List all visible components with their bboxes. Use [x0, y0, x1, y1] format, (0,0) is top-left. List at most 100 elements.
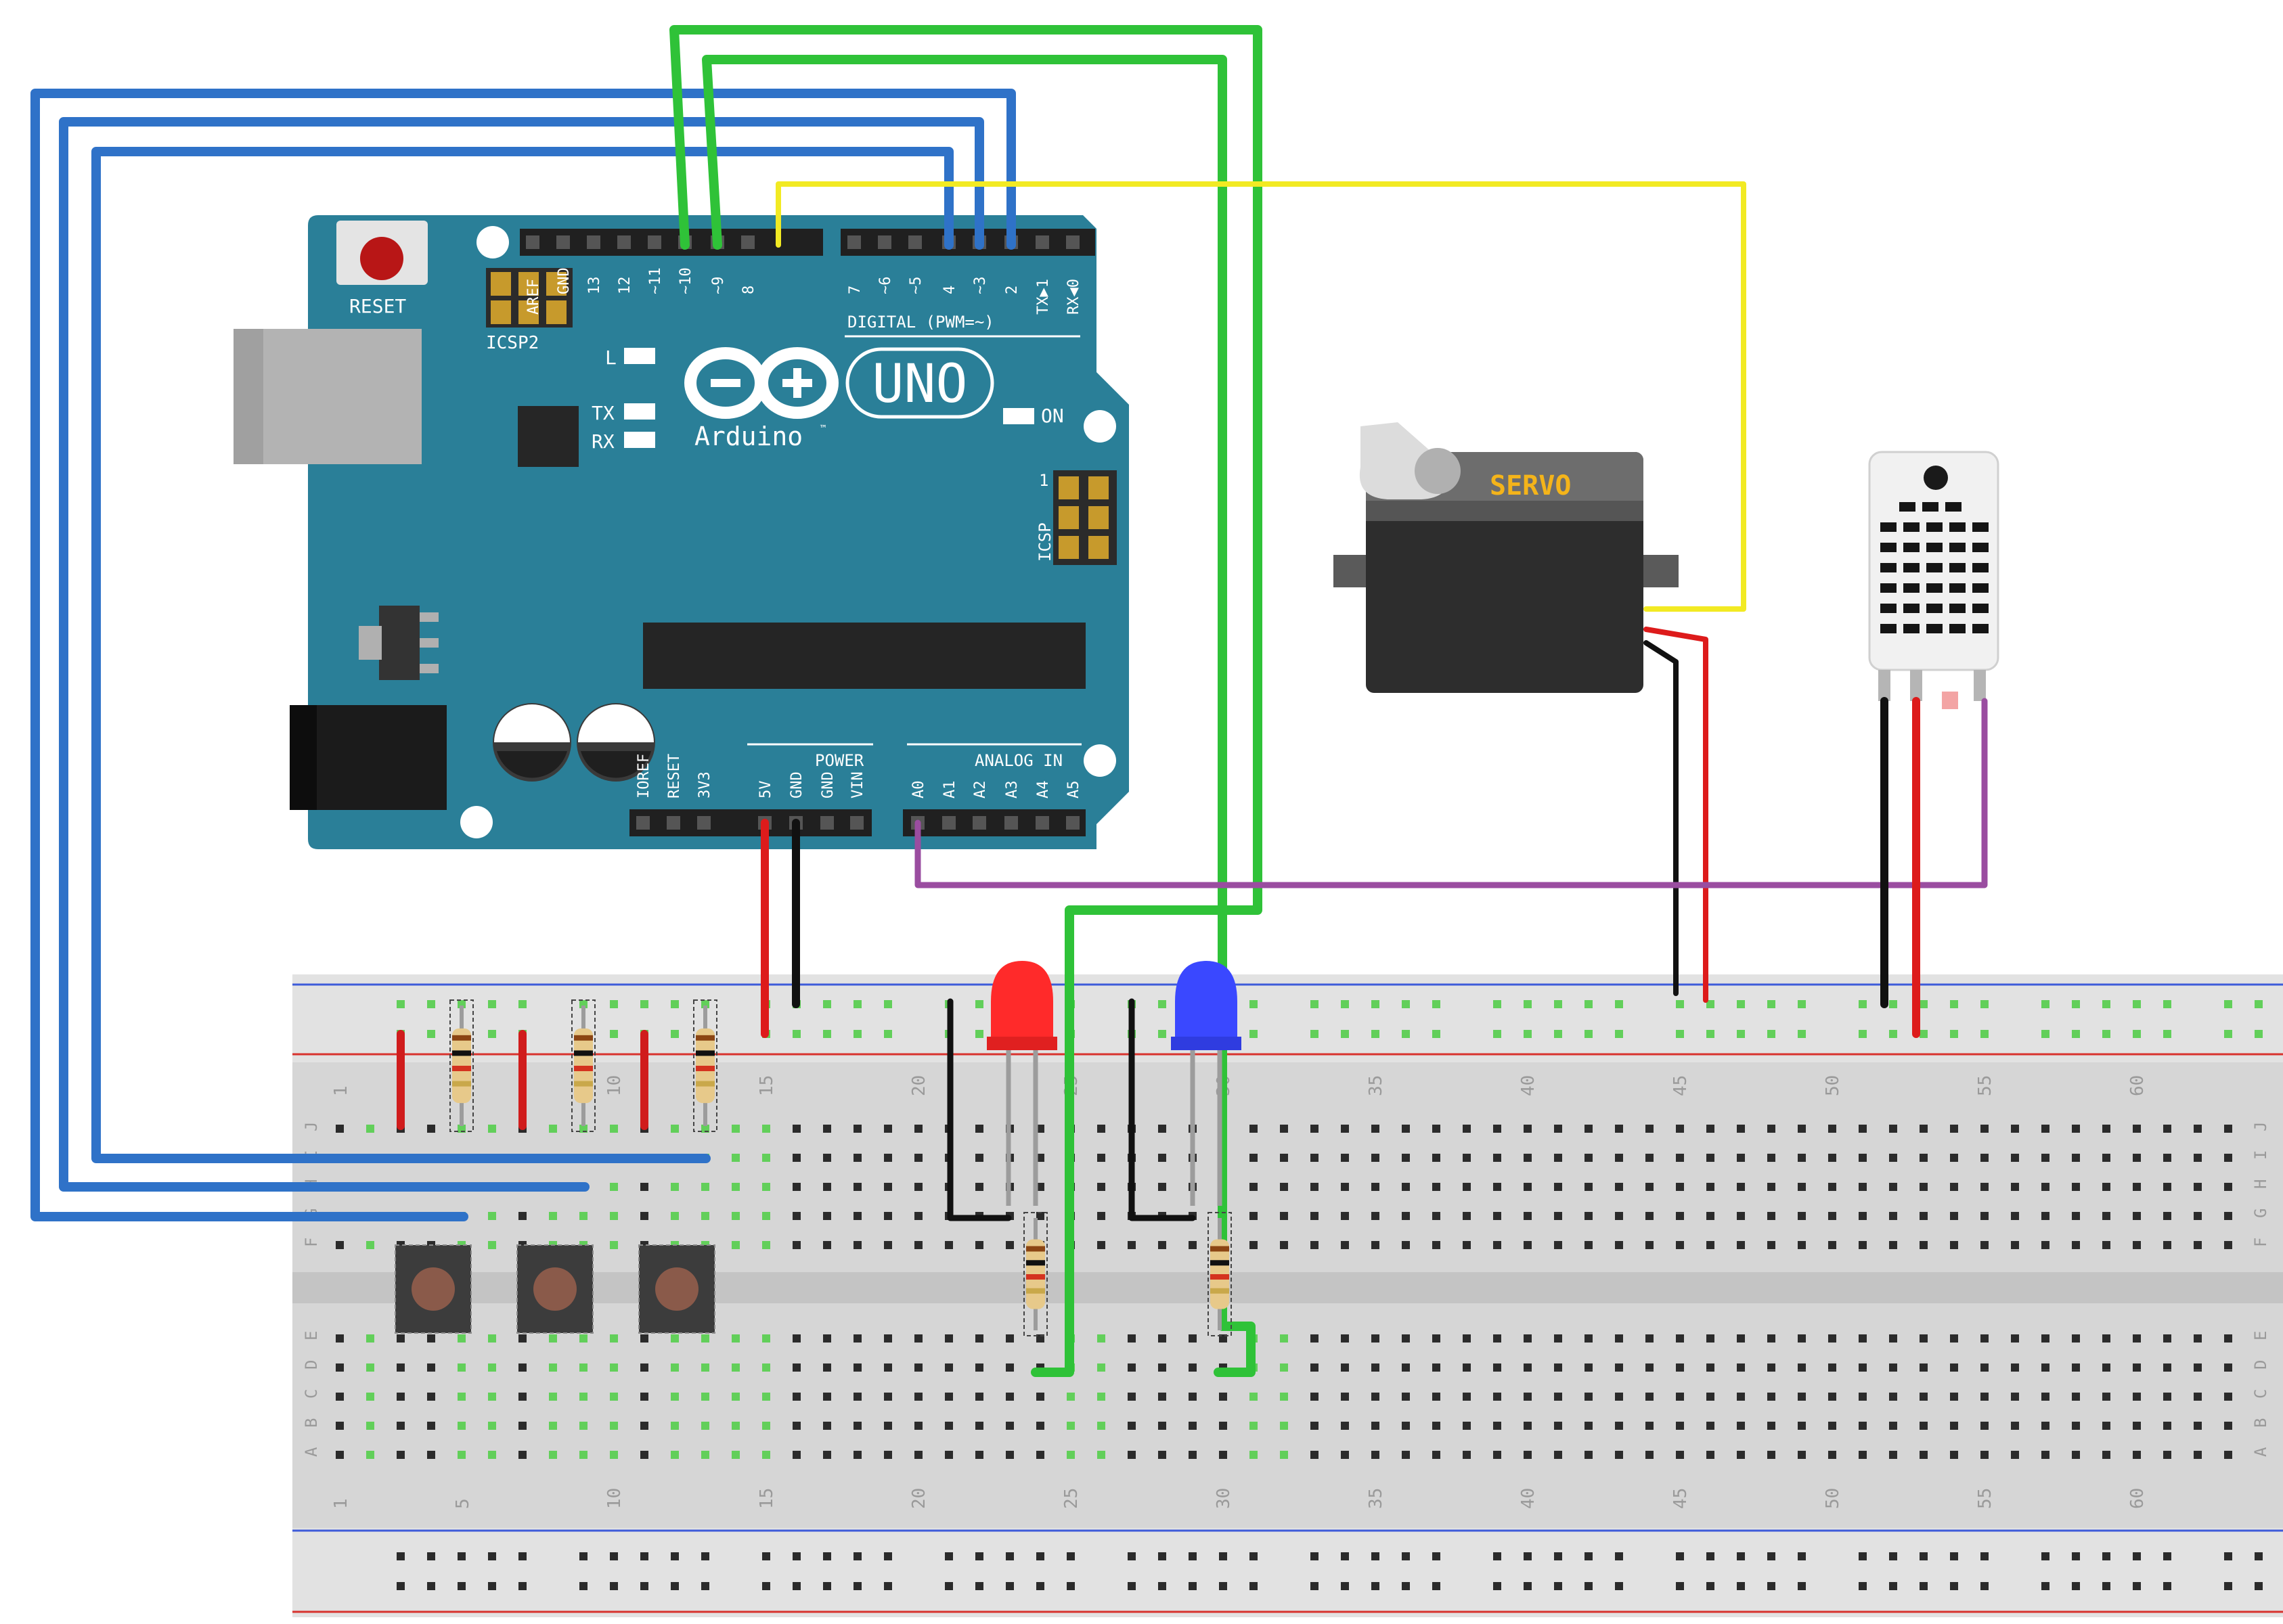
reset-button[interactable]	[336, 221, 428, 285]
rail-hole	[1158, 1030, 1166, 1038]
breadboard-hole	[1889, 1393, 1897, 1401]
header-pin-socket[interactable]	[648, 235, 661, 249]
header-pin-socket[interactable]	[973, 816, 986, 830]
col-label: 50	[1823, 1488, 1843, 1509]
header-pin-socket[interactable]	[1036, 235, 1049, 249]
header-pin-socket[interactable]	[850, 816, 864, 830]
rail-hole	[1524, 1000, 1532, 1008]
breadboard-hole	[2163, 1241, 2171, 1249]
rail-hole	[1432, 1030, 1440, 1038]
breadboard-hole	[854, 1154, 862, 1162]
grille-slot	[1949, 563, 1966, 572]
breadboard-hole	[1249, 1241, 1258, 1249]
breadboard-hole	[823, 1183, 831, 1191]
grille-slot	[1903, 522, 1920, 532]
header-pin-socket[interactable]	[697, 816, 711, 830]
breadboard-hole	[854, 1241, 862, 1249]
rail-hole	[610, 1582, 618, 1590]
breadboard-hole	[975, 1422, 983, 1430]
rail-hole	[975, 1582, 983, 1590]
sensor-mount-hole	[1924, 466, 1948, 490]
rail-hole	[975, 1030, 983, 1038]
reset-button-cap[interactable]	[360, 237, 403, 280]
breadboard-hole	[2194, 1451, 2202, 1459]
breadboard-hole	[1767, 1183, 1775, 1191]
breadboard-hole	[1493, 1393, 1501, 1401]
breadboard-hole	[2011, 1154, 2019, 1162]
header-pin-socket[interactable]	[942, 816, 956, 830]
power-pin-label: GND	[820, 771, 837, 798]
push-button-cap[interactable]	[412, 1267, 455, 1311]
breadboard-hole	[1950, 1212, 1958, 1220]
header-pin-socket[interactable]	[636, 816, 650, 830]
header-pin-socket[interactable]	[820, 816, 834, 830]
header-pin-socket[interactable]	[847, 235, 861, 249]
header-pin-socket[interactable]	[908, 235, 922, 249]
rail-hole	[2224, 1552, 2232, 1560]
led-red-lens	[991, 961, 1053, 1042]
grille-slot	[1903, 563, 1920, 572]
rail-hole	[1310, 1552, 1318, 1560]
breadboard-hole	[1402, 1154, 1410, 1162]
breadboard-hole	[1036, 1125, 1044, 1133]
resistor-band	[574, 1081, 593, 1087]
grille-slot	[1922, 502, 1938, 512]
analog-pin-label: A5	[1065, 781, 1082, 799]
breadboard-hole	[854, 1363, 862, 1372]
breadboard-hole	[1128, 1241, 1136, 1249]
header-pin-socket[interactable]	[526, 235, 539, 249]
breadboard-hole	[1889, 1125, 1897, 1133]
push-button-cap[interactable]	[655, 1267, 699, 1311]
breadboard-hole	[1371, 1212, 1379, 1220]
wire-blue-pin3	[59, 117, 984, 1192]
breadboard-hole	[2102, 1154, 2110, 1162]
header-pin-socket[interactable]	[1066, 235, 1080, 249]
row-letter: A	[302, 1447, 321, 1457]
breadboard-hole	[2011, 1183, 2019, 1191]
breadboard-hole	[1463, 1422, 1471, 1430]
breadboard-hole	[1554, 1422, 1562, 1430]
row-letter: G	[2251, 1209, 2270, 1218]
push-button-cap[interactable]	[533, 1267, 577, 1311]
rail-hole	[2102, 1552, 2110, 1560]
breadboard-hole	[1249, 1422, 1258, 1430]
breadboard-hole	[1554, 1183, 1562, 1191]
breadboard-hole	[2041, 1393, 2049, 1401]
header-pin-socket[interactable]	[667, 816, 680, 830]
push-button-2[interactable]	[516, 1244, 594, 1334]
push-button-3[interactable]	[638, 1244, 715, 1334]
rail-hole	[1706, 1000, 1714, 1008]
sensor-pin	[1910, 670, 1922, 701]
rail-hole	[884, 1552, 892, 1560]
voltage-regulator-tab	[359, 626, 382, 660]
header-pin-socket[interactable]	[1004, 816, 1018, 830]
header-pin-socket[interactable]	[1036, 816, 1049, 830]
breadboard-hole	[2041, 1154, 2049, 1162]
resistor-band	[1026, 1274, 1045, 1280]
breadboard-hole	[1980, 1334, 1989, 1343]
breadboard-hole	[732, 1422, 740, 1430]
breadboard-hole	[1036, 1451, 1044, 1459]
header-pin-socket[interactable]	[878, 235, 891, 249]
servo-horn-hub[interactable]	[1415, 448, 1461, 494]
header-pin-socket[interactable]	[587, 235, 600, 249]
header-pin-socket[interactable]	[617, 235, 631, 249]
breadboard-hole	[2224, 1183, 2232, 1191]
rail-hole	[640, 1552, 648, 1560]
breadboard-hole	[1524, 1363, 1532, 1372]
breadboard-hole	[1524, 1154, 1532, 1162]
resistor-outline	[693, 999, 717, 1132]
header-pin-socket[interactable]	[556, 235, 570, 249]
breadboard-hole	[1828, 1154, 1836, 1162]
breadboard-hole	[1097, 1125, 1105, 1133]
push-button-1[interactable]	[395, 1244, 472, 1334]
header-pin-socket[interactable]	[741, 235, 755, 249]
rail-hole	[1524, 1582, 1532, 1590]
rail-hole	[488, 1582, 496, 1590]
grille-slot	[1972, 583, 1989, 593]
breadboard-hole	[397, 1422, 405, 1430]
header-pin-socket[interactable]	[1066, 816, 1080, 830]
rail-hole	[1737, 1030, 1745, 1038]
resistor-outline	[571, 999, 596, 1132]
rail-hole	[2072, 1582, 2080, 1590]
